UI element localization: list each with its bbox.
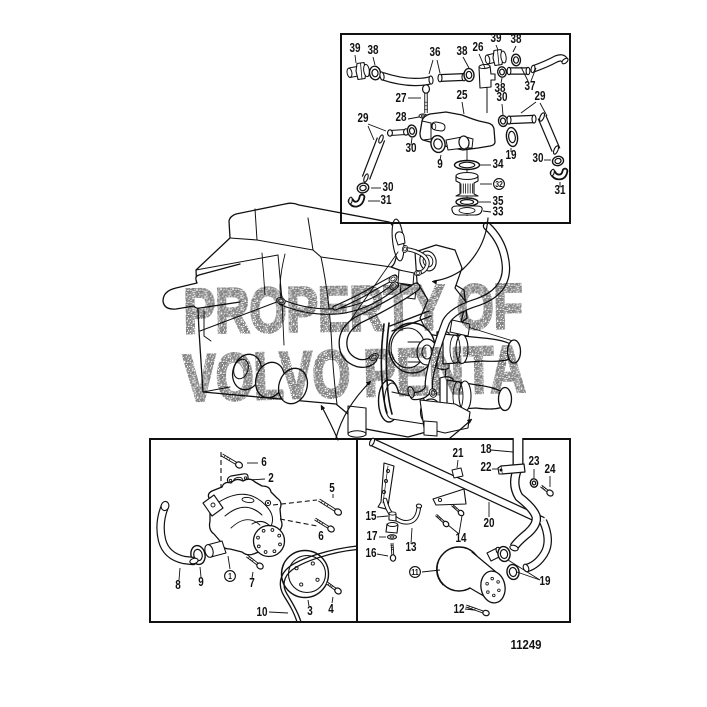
svg-text:11249: 11249 — [511, 637, 542, 652]
svg-text:28: 28 — [396, 109, 407, 124]
svg-text:25: 25 — [457, 87, 468, 102]
svg-text:8: 8 — [175, 577, 181, 592]
svg-text:5: 5 — [329, 480, 335, 495]
svg-text:9: 9 — [198, 574, 204, 589]
svg-text:2: 2 — [268, 470, 274, 485]
svg-text:37: 37 — [525, 78, 536, 93]
svg-text:38: 38 — [457, 43, 468, 58]
svg-text:6: 6 — [318, 528, 324, 543]
svg-text:19: 19 — [506, 147, 517, 162]
svg-text:29: 29 — [535, 88, 546, 103]
svg-text:18: 18 — [481, 441, 492, 456]
svg-text:38: 38 — [511, 31, 522, 46]
svg-text:4: 4 — [328, 601, 334, 616]
svg-text:38: 38 — [368, 42, 379, 57]
svg-text:23: 23 — [529, 453, 540, 468]
svg-text:35: 35 — [493, 193, 504, 208]
svg-text:32: 32 — [495, 179, 503, 189]
svg-text:39: 39 — [491, 30, 502, 45]
svg-text:13: 13 — [406, 539, 417, 554]
svg-text:14: 14 — [456, 530, 467, 545]
svg-text:31: 31 — [555, 182, 566, 197]
svg-text:31: 31 — [381, 192, 392, 207]
svg-text:11: 11 — [411, 567, 419, 577]
svg-text:36: 36 — [430, 44, 441, 59]
svg-text:39: 39 — [350, 40, 361, 55]
svg-text:33: 33 — [493, 204, 504, 219]
svg-text:7: 7 — [249, 575, 255, 590]
svg-text:26: 26 — [473, 39, 484, 54]
svg-text:30: 30 — [533, 150, 544, 165]
svg-text:9: 9 — [437, 156, 443, 171]
svg-text:17: 17 — [367, 528, 378, 543]
svg-text:22: 22 — [481, 459, 492, 474]
svg-text:30: 30 — [497, 89, 508, 104]
svg-text:34: 34 — [493, 156, 504, 171]
svg-text:24: 24 — [545, 461, 556, 476]
svg-text:21: 21 — [453, 445, 464, 460]
svg-text:10: 10 — [257, 604, 268, 619]
svg-text:3: 3 — [307, 603, 313, 618]
svg-text:30: 30 — [383, 179, 394, 194]
svg-text:12: 12 — [454, 601, 465, 616]
svg-text:16: 16 — [366, 545, 377, 560]
svg-text:PROPERTY OF: PROPERTY OF — [183, 272, 523, 347]
svg-text:27: 27 — [396, 90, 407, 105]
svg-text:29: 29 — [358, 110, 369, 125]
svg-text:19: 19 — [540, 573, 551, 588]
svg-text:15: 15 — [366, 508, 377, 523]
svg-text:38: 38 — [495, 80, 506, 95]
svg-text:6: 6 — [261, 454, 267, 469]
svg-text:1: 1 — [228, 571, 232, 581]
svg-text:30: 30 — [406, 140, 417, 155]
svg-text:20: 20 — [484, 515, 495, 530]
svg-text:VOLVO PENTA: VOLVO PENTA — [182, 331, 526, 415]
